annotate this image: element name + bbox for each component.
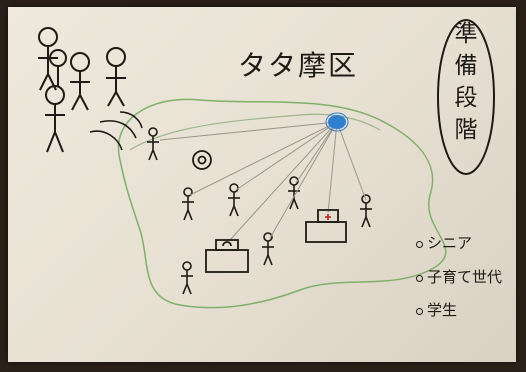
bullet-icon (416, 275, 423, 282)
district-title: タタ摩区 (238, 44, 358, 84)
bullet-icon (416, 308, 423, 315)
small-figure (181, 262, 193, 294)
building-icon (206, 240, 248, 272)
stage-label-vertical: 準 備 段 階 (446, 18, 486, 146)
large-figure (45, 86, 65, 152)
building-icon (306, 210, 346, 242)
small-figure (182, 188, 194, 220)
large-figure (106, 48, 126, 106)
large-figure (38, 28, 58, 90)
legend-label: 子育て世代 (427, 268, 502, 286)
entry-arrows (90, 112, 142, 150)
legend-label: 学生 (427, 301, 457, 319)
area-outline (118, 99, 445, 307)
large-figure (70, 53, 90, 110)
stage-label-char: 階 (446, 114, 486, 146)
legend-item-senior: シニア (416, 232, 472, 253)
bullet-icon (416, 241, 423, 248)
outside-group-figures (38, 28, 126, 152)
small-figure (262, 233, 274, 265)
stage-label-char: 備 (446, 50, 486, 82)
legend-item-students: 学生 (416, 299, 457, 320)
hub-marker (326, 113, 348, 131)
stage-label-char: 準 (446, 18, 486, 50)
small-figure (147, 128, 159, 160)
target-icon (193, 151, 211, 169)
legend-label: シニア (427, 234, 472, 252)
stage-label-char: 段 (446, 82, 486, 114)
legend-item-parents: 子育て世代 (416, 266, 502, 287)
